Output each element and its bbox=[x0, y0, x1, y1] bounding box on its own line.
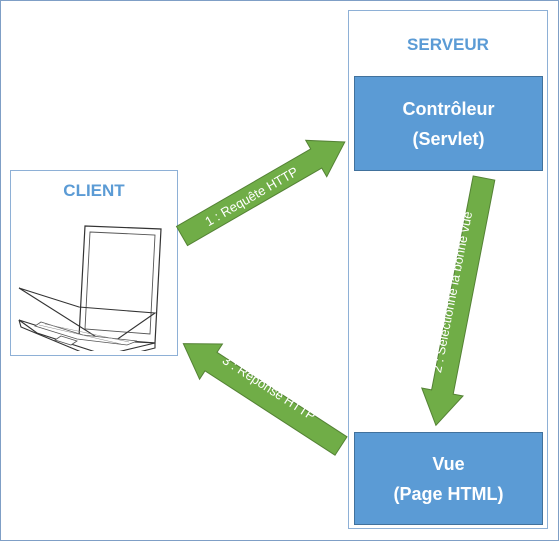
view-sublabel: (Page HTML) bbox=[393, 483, 504, 504]
controller-box: Contrôleur (Servlet) bbox=[354, 76, 543, 171]
select-view-arrow: 2 : Sélectionne la bonne vue bbox=[421, 175, 496, 427]
client-panel: CLIENT bbox=[10, 170, 178, 356]
response-arrow: 3 : Réponse HTTP bbox=[182, 343, 348, 456]
request-arrow-label: 1 : Requête HTTP bbox=[202, 164, 300, 229]
client-title: CLIENT bbox=[63, 181, 125, 200]
controller-label: Contrôleur bbox=[402, 98, 495, 119]
laptop-icon bbox=[18, 225, 162, 351]
controller-sublabel: (Servlet) bbox=[412, 128, 485, 149]
server-title: SERVEUR bbox=[407, 35, 489, 54]
view-box: Vue (Page HTML) bbox=[354, 432, 543, 525]
request-arrow: 1 : Requête HTTP bbox=[175, 139, 346, 247]
view-label: Vue bbox=[432, 453, 465, 474]
